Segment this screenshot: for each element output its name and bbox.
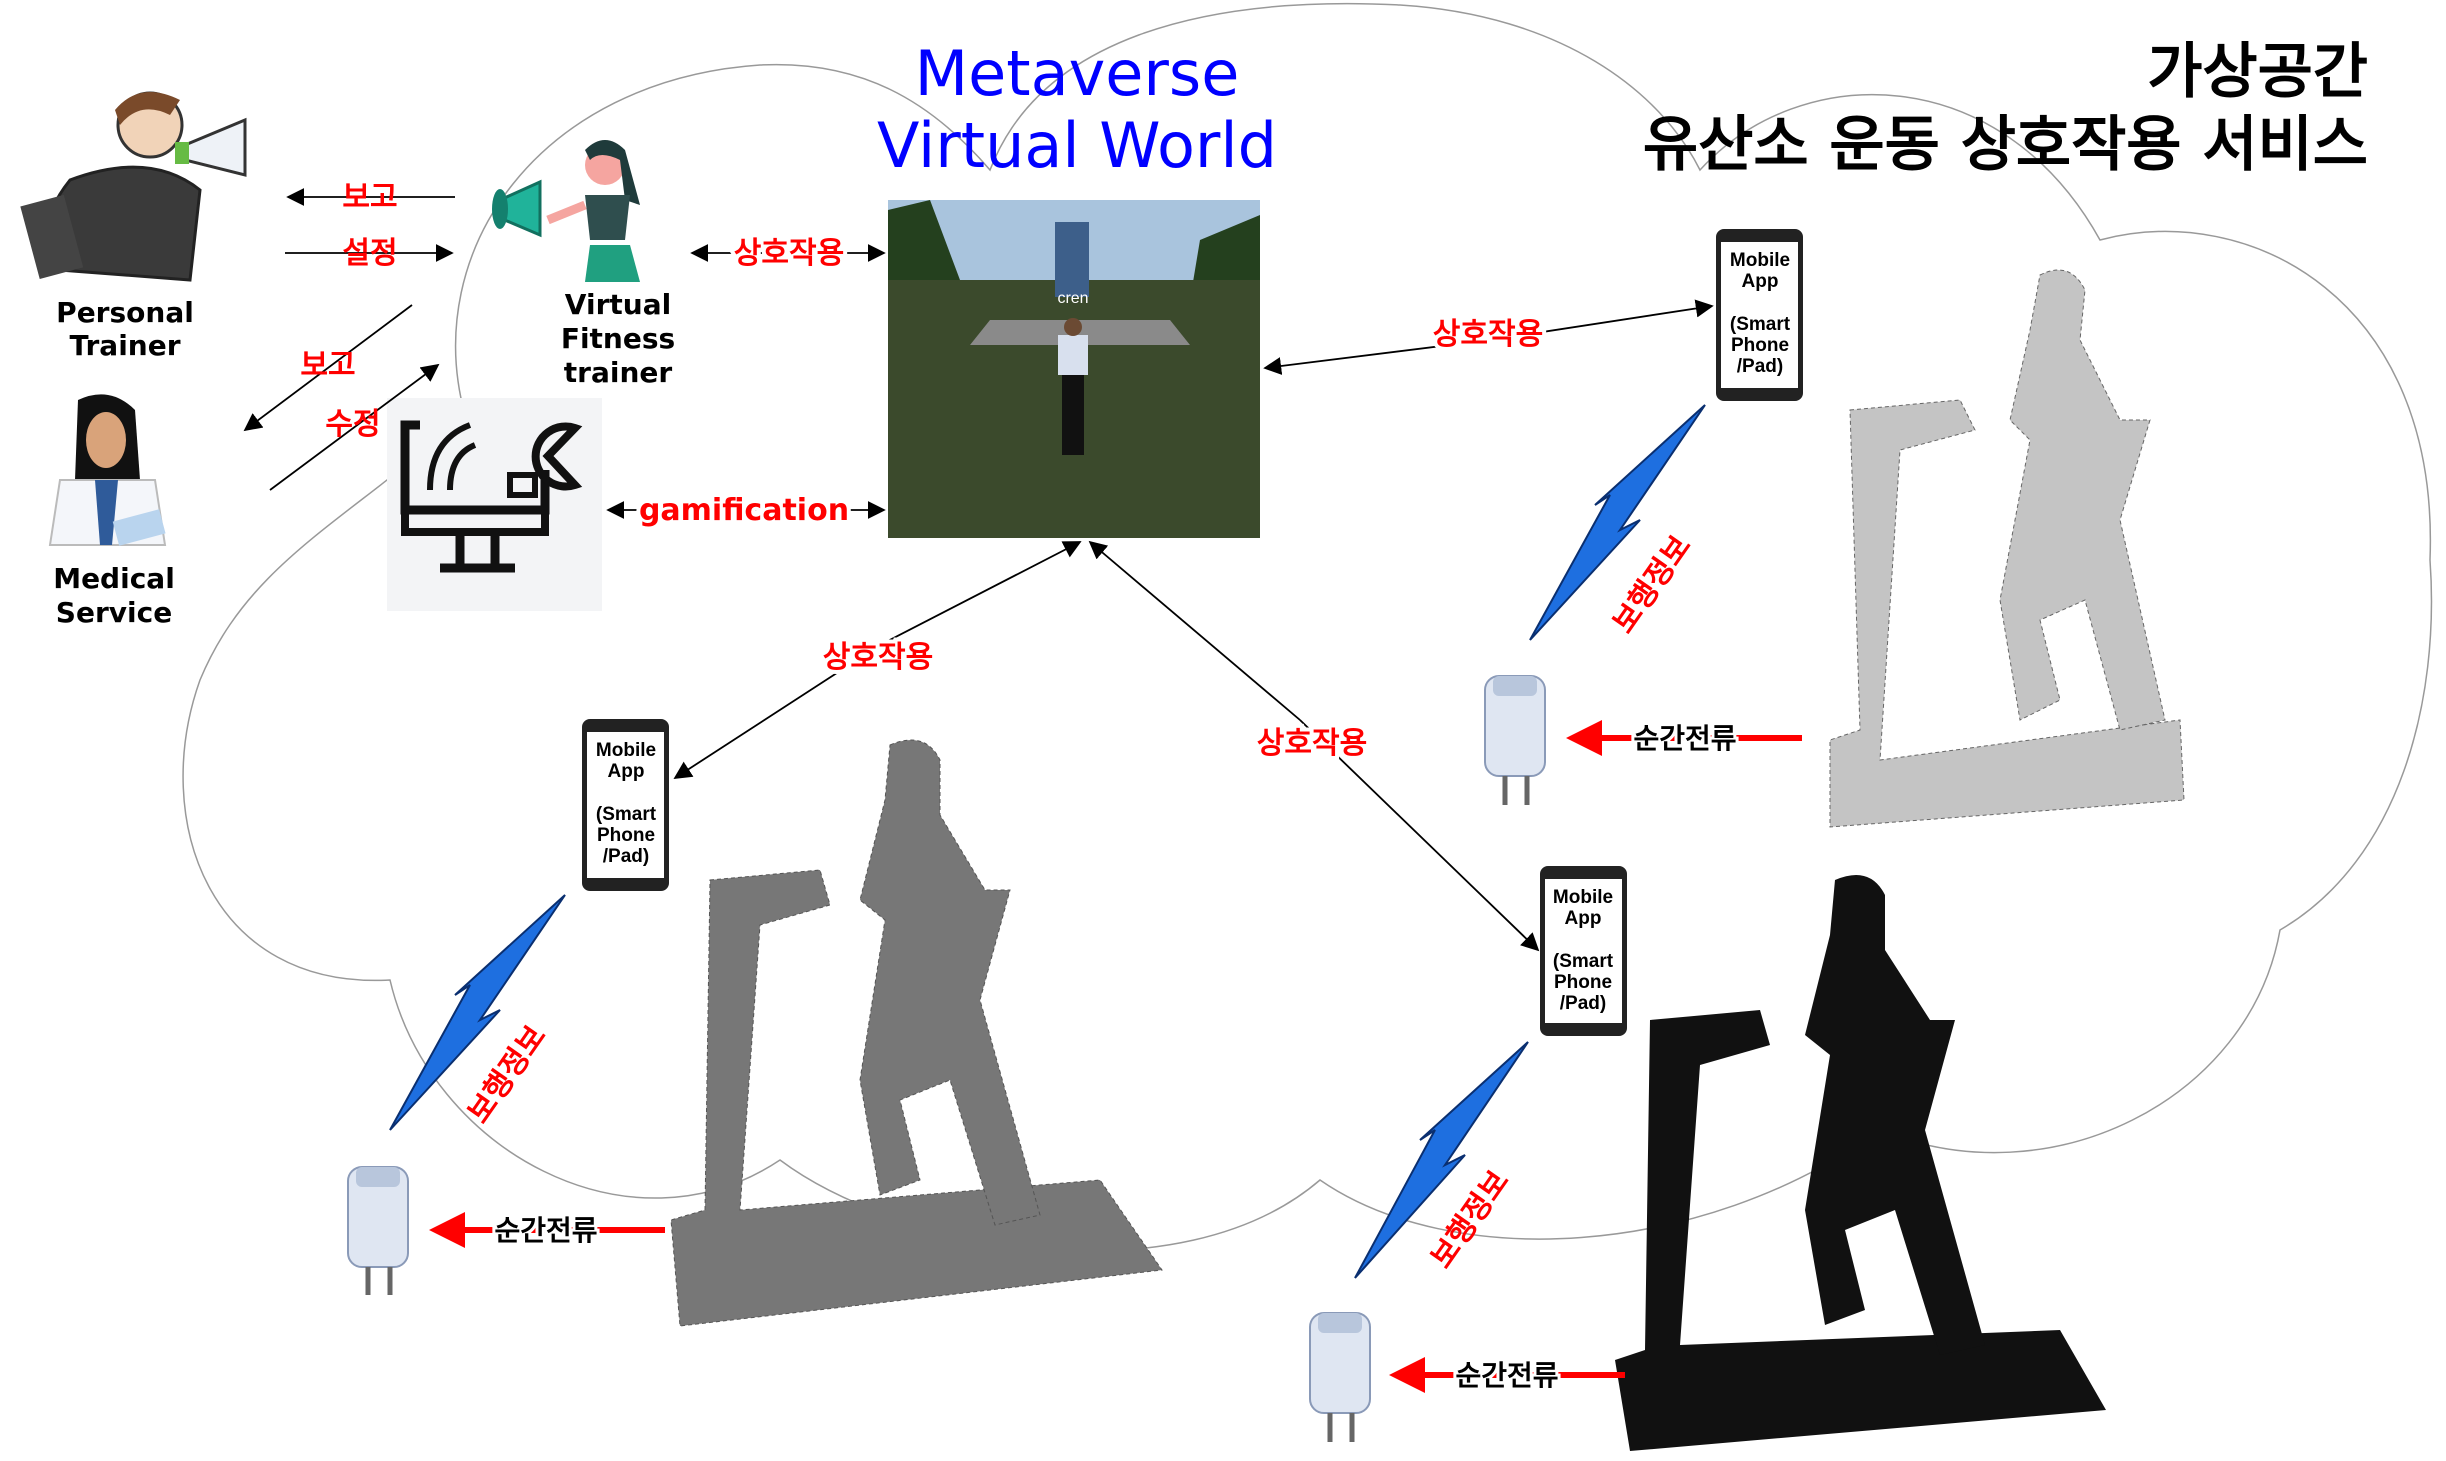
phone-text: (Smart xyxy=(1730,314,1791,335)
title-line2: Virtual World xyxy=(877,109,1277,182)
mobile-app-phone-middle: Mobile App (Smart Phone /Pad) xyxy=(1540,866,1627,1036)
lightning-icon xyxy=(389,894,566,1131)
wireless-bolts xyxy=(389,404,1706,1279)
phone-text: Mobile xyxy=(1730,250,1790,271)
phone-text: App xyxy=(608,761,645,782)
label-interaction-right: 상호작용 xyxy=(1433,317,1543,352)
phone-text: (Smart xyxy=(1553,951,1614,972)
scene-caption: cren xyxy=(1057,290,1088,307)
smart-plug-icon-middle xyxy=(1309,1312,1371,1442)
label-instant-current-right: 순간전류 xyxy=(1633,722,1736,755)
treadmill-runner-black xyxy=(1615,875,2106,1451)
medical-staff-icon xyxy=(48,394,167,546)
lightning-icon xyxy=(1529,404,1706,641)
label-modify: 수정 xyxy=(325,407,380,442)
label-gamification: gamification xyxy=(639,493,849,528)
relation-labels: 보고 설정 보고 수정 상호작용 gamification 상호작용 상호작용 … xyxy=(300,180,1547,765)
current-arrows xyxy=(429,720,1802,1393)
label-interaction-trainer: 상호작용 xyxy=(734,236,844,271)
phone-text: Phone xyxy=(1731,335,1789,356)
label-instant-current-middle: 순간전류 xyxy=(1455,1359,1558,1392)
phone-text: /Pad) xyxy=(1560,993,1606,1014)
phone-text: Phone xyxy=(1554,972,1612,993)
mobile-app-phone-left: Mobile App (Smart Phone /Pad) xyxy=(582,719,669,891)
phone-text: App xyxy=(1565,908,1602,929)
label-instant-current-left: 순간전류 xyxy=(494,1214,597,1247)
label-setting: 설정 xyxy=(342,236,397,271)
treadmill-runner-light xyxy=(1829,269,2185,828)
treadmill-runner-gray xyxy=(670,739,1163,1327)
korean-title-line1: 가상공간 xyxy=(2147,37,2368,107)
medical-line1: Medical xyxy=(53,562,175,595)
medical-line2: Service xyxy=(56,596,172,629)
label-walking-info-right: 보행정보 xyxy=(1606,529,1698,640)
metaverse-scene-image xyxy=(888,200,1260,538)
title-line1: Metaverse xyxy=(915,37,1240,110)
phone-text: App xyxy=(1742,271,1779,292)
personal-trainer-line2: Trainer xyxy=(69,329,180,362)
smart-plug-icon-left xyxy=(347,1166,409,1295)
phone-text: Mobile xyxy=(596,740,656,761)
label-interaction-middle: 상호작용 xyxy=(1257,726,1367,761)
cloud-outline xyxy=(182,2,2433,1252)
connector-arrows xyxy=(243,188,1714,952)
personal-trainer-line1: Personal xyxy=(56,296,194,329)
phone-text: /Pad) xyxy=(1737,356,1783,377)
korean-title-line2: 유산소 운동 상호작용 서비스 xyxy=(1643,110,2368,180)
phone-text: Phone xyxy=(597,825,655,846)
mobile-app-phone-top: Mobile App (Smart Phone /Pad) xyxy=(1716,229,1803,401)
phone-text: /Pad) xyxy=(603,846,649,867)
smart-plug-icon-right xyxy=(1484,675,1546,805)
virtual-trainer-line2: Fitness xyxy=(561,322,675,355)
phone-text: Mobile xyxy=(1553,887,1613,908)
virtual-trainer-line1: Virtual xyxy=(565,288,671,321)
personal-trainer-icon xyxy=(20,91,247,282)
virtual-trainer-icon xyxy=(492,140,640,282)
gamification-monitor-icon xyxy=(387,398,602,611)
label-report-to-medical: 보고 xyxy=(300,348,355,383)
label-report-to-trainer: 보고 xyxy=(342,180,397,215)
lightning-icon xyxy=(1354,1041,1529,1279)
label-interaction-left: 상호작용 xyxy=(823,640,933,675)
phone-text: (Smart xyxy=(596,804,657,825)
virtual-trainer-line3: trainer xyxy=(564,356,673,389)
